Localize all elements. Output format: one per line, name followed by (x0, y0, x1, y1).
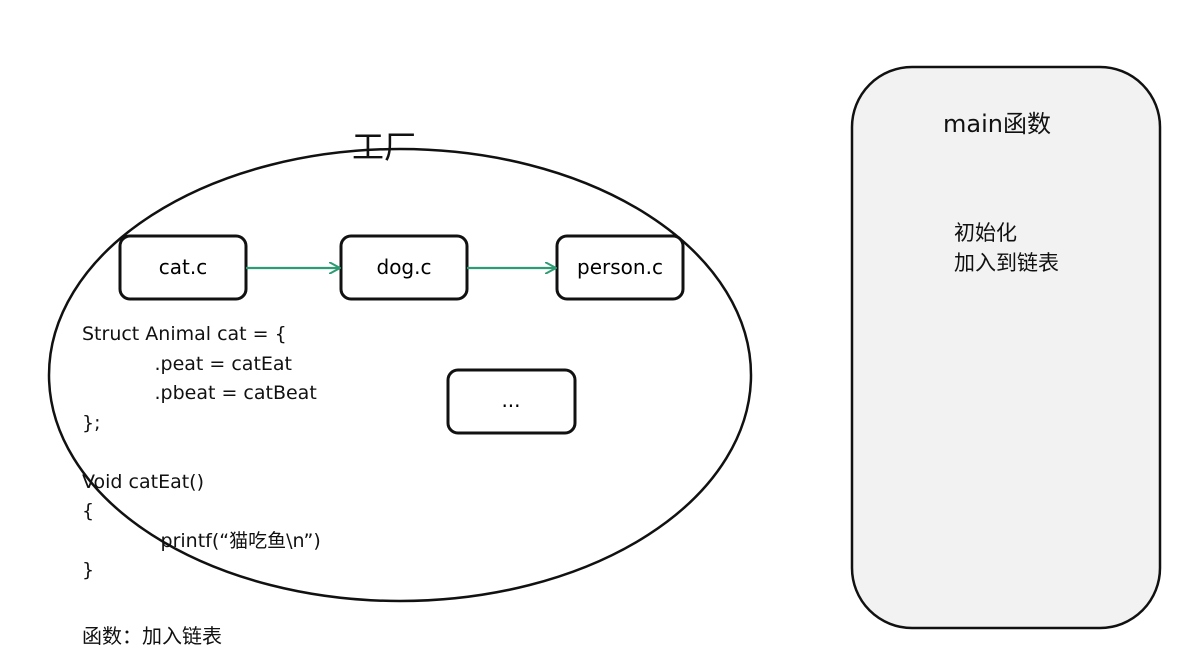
code-block: Struct Animal cat = { .peat = catEat .pb… (82, 320, 321, 586)
factory-title: 工厂 (352, 128, 417, 166)
code-line: }; (82, 411, 101, 434)
main-panel-line2: 加入到链表 (954, 251, 1059, 275)
code-line: { (82, 500, 95, 522)
footer-text: 函数：加入链表 (82, 624, 222, 648)
code-line: .pbeat = catBeat (82, 382, 317, 404)
module-box-more (446, 368, 577, 435)
code-line (82, 438, 321, 468)
code-line: printf(“猫吃鱼\n”) (82, 529, 321, 552)
code-line: Struct Animal cat = { (82, 323, 287, 345)
module-label-person: person.c (577, 255, 663, 279)
code-line: Void catEat() (82, 470, 204, 493)
module-label-cat: cat.c (158, 255, 208, 279)
main-panel-title: main函数 (943, 110, 1051, 138)
code-line: .peat = catEat (82, 352, 292, 375)
module-box-person (555, 234, 685, 301)
module-label-dog: dog.c (376, 255, 432, 279)
module-label-more: ... (501, 388, 521, 412)
main-panel (850, 65, 1162, 630)
code-line: } (82, 559, 95, 581)
main-panel-line1: 初始化 (954, 221, 1017, 245)
